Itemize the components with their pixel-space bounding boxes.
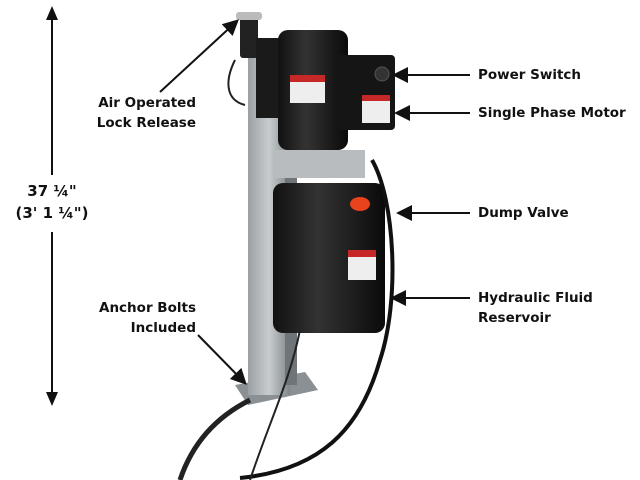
hydraulic-hose	[239, 159, 395, 480]
callout-air-lock-release: Air Operated Lock Release	[97, 93, 196, 133]
dimension-height: 37 ¼" (3' 1 ¼")	[0, 180, 104, 224]
callout-text: Reservoir	[478, 310, 551, 326]
callout-text: Air Operated	[98, 95, 196, 111]
callout-reservoir: Hydraulic Fluid Reservoir	[478, 288, 593, 328]
dimension-arrow	[46, 6, 58, 406]
dimension-feet: (3' 1 ¼")	[15, 204, 89, 222]
dimension-inches: 37 ¼"	[27, 182, 77, 200]
callout-text: Hydraulic Fluid	[478, 290, 593, 306]
callout-text: Included	[130, 320, 196, 336]
callout-arrows	[159, 19, 470, 385]
dump-valve	[350, 197, 370, 211]
callout-anchor-bolts: Anchor Bolts Included	[99, 298, 196, 338]
callout-text: Anchor Bolts	[99, 300, 196, 316]
callout-dump-valve: Dump Valve	[478, 205, 569, 221]
fluid-reservoir	[273, 183, 385, 333]
callout-motor: Single Phase Motor	[478, 105, 626, 121]
callout-power-switch: Power Switch	[478, 67, 582, 83]
callout-text: Lock Release	[96, 115, 196, 131]
lock-release-valve	[240, 16, 258, 58]
power-switch	[374, 66, 390, 82]
